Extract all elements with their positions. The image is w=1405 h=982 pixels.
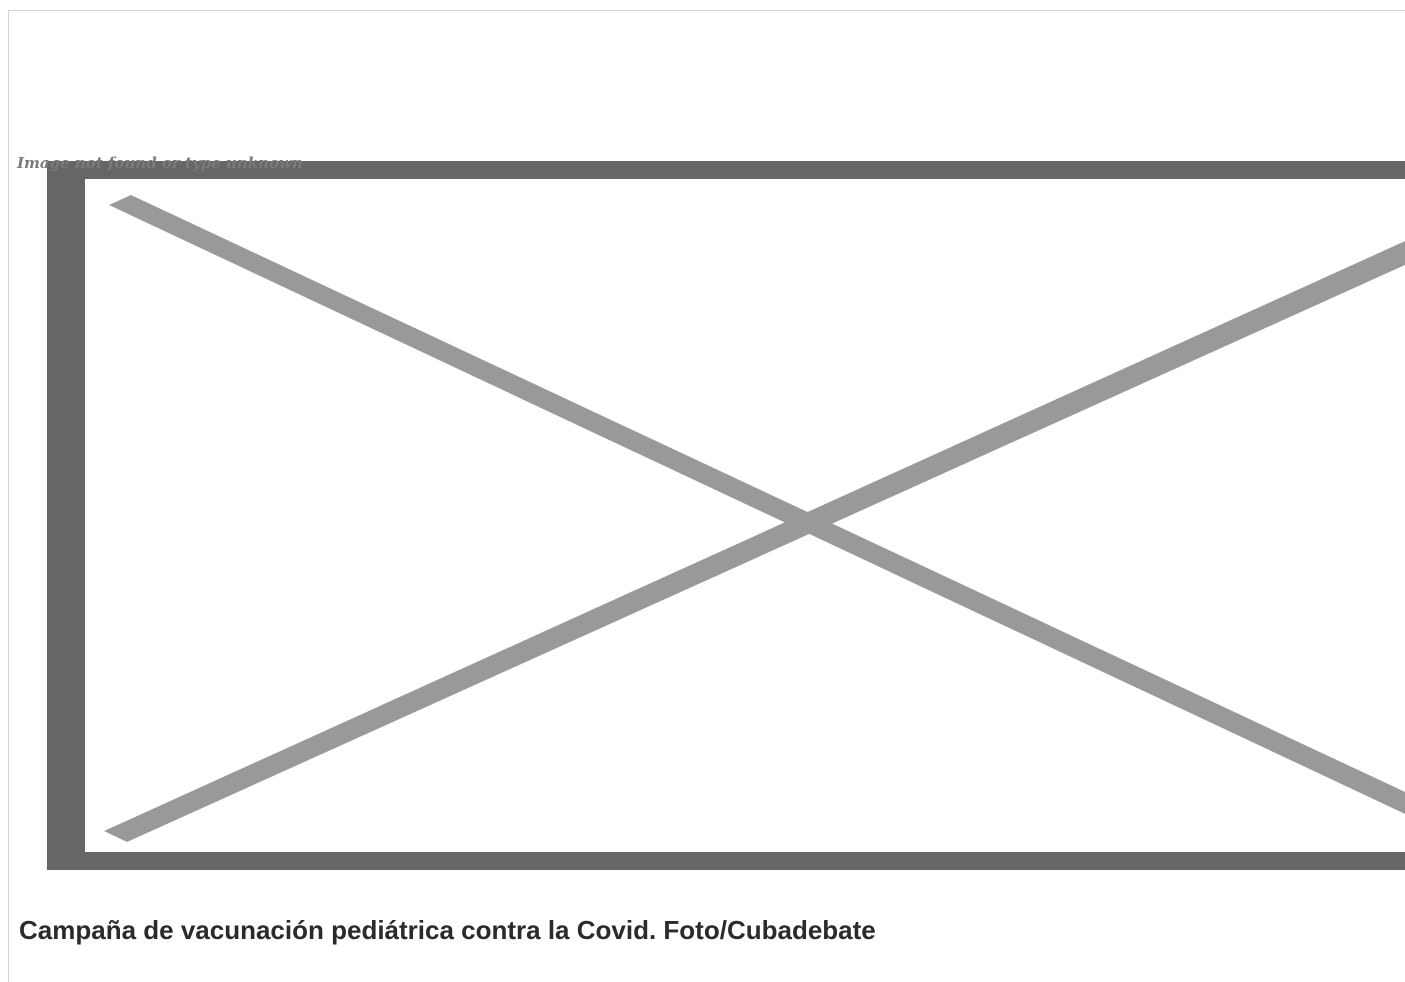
placeholder-cross-line-up (104, 241, 1405, 842)
broken-image-placeholder (47, 161, 1405, 870)
image-caption: Campaña de vacunación pediátrica contra … (19, 915, 876, 945)
image-alt-text: Image not found or type unknown (17, 154, 303, 172)
placeholder-cross-line-down (109, 195, 1405, 814)
broken-image-placeholder-icon (47, 161, 1405, 870)
content-frame (8, 10, 1405, 982)
